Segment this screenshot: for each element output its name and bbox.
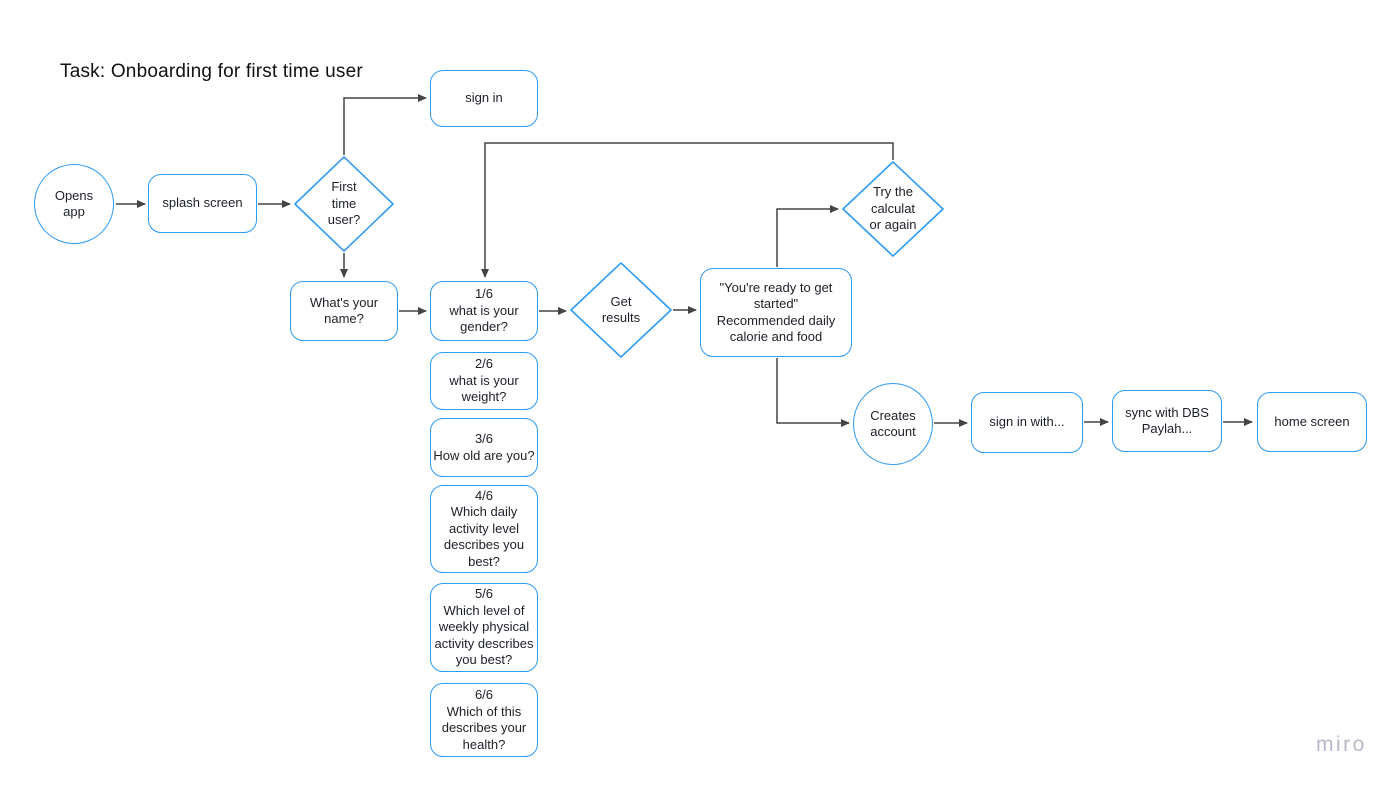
diamond-shape — [294, 156, 394, 252]
node-creates-account[interactable]: Creates account — [853, 383, 933, 465]
node-question-5-weekly-activity[interactable]: 5/6 Which level of weekly physical activ… — [430, 583, 538, 672]
node-label: splash screen — [162, 195, 243, 211]
node-label: 2/6 what is your weight? — [449, 356, 519, 405]
diamond-shape — [570, 262, 672, 358]
node-label: sign in with... — [989, 414, 1065, 430]
connector-ready-to-creates — [776, 358, 850, 427]
node-question-3-age[interactable]: 3/6 How old are you? — [430, 418, 538, 477]
node-home-screen[interactable]: home screen — [1257, 392, 1367, 452]
node-question-1-gender[interactable]: 1/6 what is your gender? — [430, 281, 538, 341]
node-label: 6/6 Which of this describes your health? — [441, 687, 527, 752]
node-question-2-weight[interactable]: 2/6 what is your weight? — [430, 352, 538, 410]
node-label: sync with DBS Paylah... — [1125, 404, 1209, 437]
node-label: 1/6 what is your gender? — [449, 286, 519, 335]
node-label: Opens app — [54, 187, 94, 220]
node-label: sign in — [465, 90, 503, 106]
node-ready-results[interactable]: "You're ready to get started" Recommende… — [700, 268, 852, 357]
connector-firsttime-to-signin — [343, 94, 427, 155]
node-label: 3/6 How old are you? — [433, 431, 535, 463]
node-sync-dbs-paylah[interactable]: sync with DBS Paylah... — [1112, 390, 1222, 452]
node-splash-screen[interactable]: splash screen — [148, 174, 257, 233]
node-sign-in[interactable]: sign in — [430, 70, 538, 127]
node-label: What's your name? — [309, 294, 379, 327]
node-label: 5/6 Which level of weekly physical activ… — [434, 586, 534, 668]
node-label: home screen — [1274, 413, 1350, 429]
node-first-time-user[interactable]: First time user? — [294, 156, 394, 252]
node-label: Creates account — [870, 407, 916, 440]
node-label: "You're ready to get started" Recommende… — [716, 279, 836, 345]
node-opens-app[interactable]: Opens app — [34, 164, 114, 244]
connector-tryagain-to-q1-loop — [481, 142, 894, 278]
node-whats-your-name[interactable]: What's your name? — [290, 281, 398, 341]
node-label: First time user? — [327, 179, 361, 228]
node-try-calculator-again[interactable]: Try the calculat or again — [842, 161, 944, 257]
node-label: Try the calculat or again — [869, 184, 917, 233]
node-sign-in-with[interactable]: sign in with... — [971, 392, 1083, 453]
node-question-6-health[interactable]: 6/6 Which of this describes your health? — [430, 683, 538, 757]
node-label: Get results — [601, 293, 641, 326]
board-title: Task: Onboarding for first time user — [60, 61, 363, 82]
connector-ready-to-tryagain — [776, 205, 839, 267]
miro-logo: miro — [1316, 733, 1367, 756]
node-question-4-daily-activity[interactable]: 4/6 Which daily activity level describes… — [430, 485, 538, 573]
node-get-results[interactable]: Get results — [570, 262, 672, 358]
node-label: 4/6 Which daily activity level describes… — [443, 487, 525, 569]
